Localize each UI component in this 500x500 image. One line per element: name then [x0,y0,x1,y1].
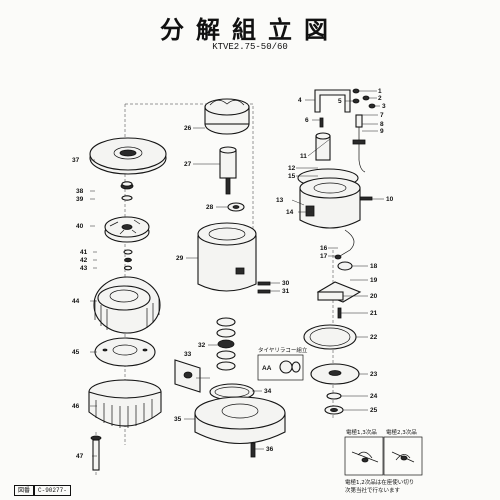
callout-13: 13 [276,197,284,204]
callout-43: 43 [80,265,88,272]
callout-23: 23 [370,371,378,378]
callout-46: 46 [72,403,80,410]
callout-11: 11 [300,153,307,160]
callout-14: 14 [286,209,294,216]
callout-34: 34 [264,388,272,395]
cable-label-left: 電極1,3次品 [346,428,377,436]
part-46-strainer [88,379,162,428]
part-36-bolt [250,442,256,458]
part-28-bearing [227,202,245,212]
callout-29: 29 [176,255,184,262]
callout-39: 39 [76,196,84,203]
callout-44: 44 [72,298,80,305]
callout-19: 19 [370,277,378,284]
cable-variant-box-left [344,436,384,476]
part-12-18-motor-housing [297,168,361,229]
callout-6: 6 [305,117,309,124]
part-7-9-cable [352,114,366,173]
callout-40: 40 [76,223,84,230]
part-44-casing [93,276,161,334]
part-22-gasket [303,324,357,350]
part-32-seal-stack [216,317,236,371]
callout-22: 22 [370,334,378,341]
model-number: KTVE2.75-50/60 [212,42,288,52]
callout-5: 5 [338,98,342,105]
callout-4: 4 [298,97,302,104]
callout-28: 28 [206,204,214,211]
callout-30: 30 [282,280,290,287]
part-1-3-bolts [352,88,376,109]
callout-9: 9 [380,128,384,135]
part-21-bolt [337,307,342,319]
detail-label: タイヤリラコー組立 [258,346,308,354]
callout-36: 36 [266,446,274,453]
part-4-handle [314,89,351,113]
part-38-nut [120,181,134,190]
callout-38: 38 [76,188,84,195]
part-40-impeller [104,216,150,243]
callout-37: 37 [72,157,80,164]
callout-16: 16 [320,245,328,252]
callout-32: 32 [198,342,206,349]
part-16-17-connector [334,229,355,260]
part-6-bolt [319,117,324,128]
part-23-plate [310,363,360,385]
part-25-seal [324,405,344,415]
callout-33: 33 [184,351,192,358]
part-11-head [315,132,331,161]
callout-17: 17 [320,253,328,260]
callout-25: 25 [370,407,378,414]
part-47-bolt [90,435,102,471]
callout-31: 31 [282,288,290,295]
part-30-31-bolts [257,281,271,294]
part-24-washer [326,392,342,400]
callout-47: 47 [76,453,84,460]
part-20-float [316,281,362,303]
page-title: 分解組立図 [160,15,340,44]
callout-24: 24 [370,393,378,400]
callout-45: 45 [72,349,80,356]
callout-8: 8 [380,121,384,128]
part-29-frame [197,222,257,292]
callout-26: 26 [184,125,192,132]
cable-note-line1: 電極1,2次品は在座使い切り [345,478,414,486]
cable-variant-box-right [383,436,423,476]
callout-2: 2 [378,95,382,102]
callout-42: 42 [80,257,88,264]
callout-15: 15 [288,173,296,180]
callout-3: 3 [382,103,386,110]
callout-18: 18 [370,263,378,270]
part-45-plate [94,337,156,367]
callout-41: 41 [80,249,88,256]
part-33-36-cover [174,359,201,393]
cable-label-right: 電極2,3次品 [386,428,417,436]
part-26-stator [204,98,250,135]
callout-7: 7 [380,112,384,119]
detail-code: AA [262,365,272,372]
part-39-washer [121,195,133,201]
part-41-42-43-small [123,249,133,271]
callout-20: 20 [370,293,378,300]
callout-21: 21 [370,310,378,317]
cable-note-line2: 次第当社で行ないます [345,486,401,494]
callout-12: 12 [288,165,296,172]
callout-1: 1 [378,88,382,95]
detail-aa-box [257,354,304,381]
part-37-cover [89,137,167,175]
part-27-rotor [219,146,237,195]
part-35-casing [194,396,286,445]
drawing-number: C-90277- [34,485,71,496]
drawing-number-label: 図番 [14,485,35,496]
callout-10: 10 [386,196,394,203]
callout-27: 27 [184,161,192,168]
callout-35: 35 [174,416,182,423]
